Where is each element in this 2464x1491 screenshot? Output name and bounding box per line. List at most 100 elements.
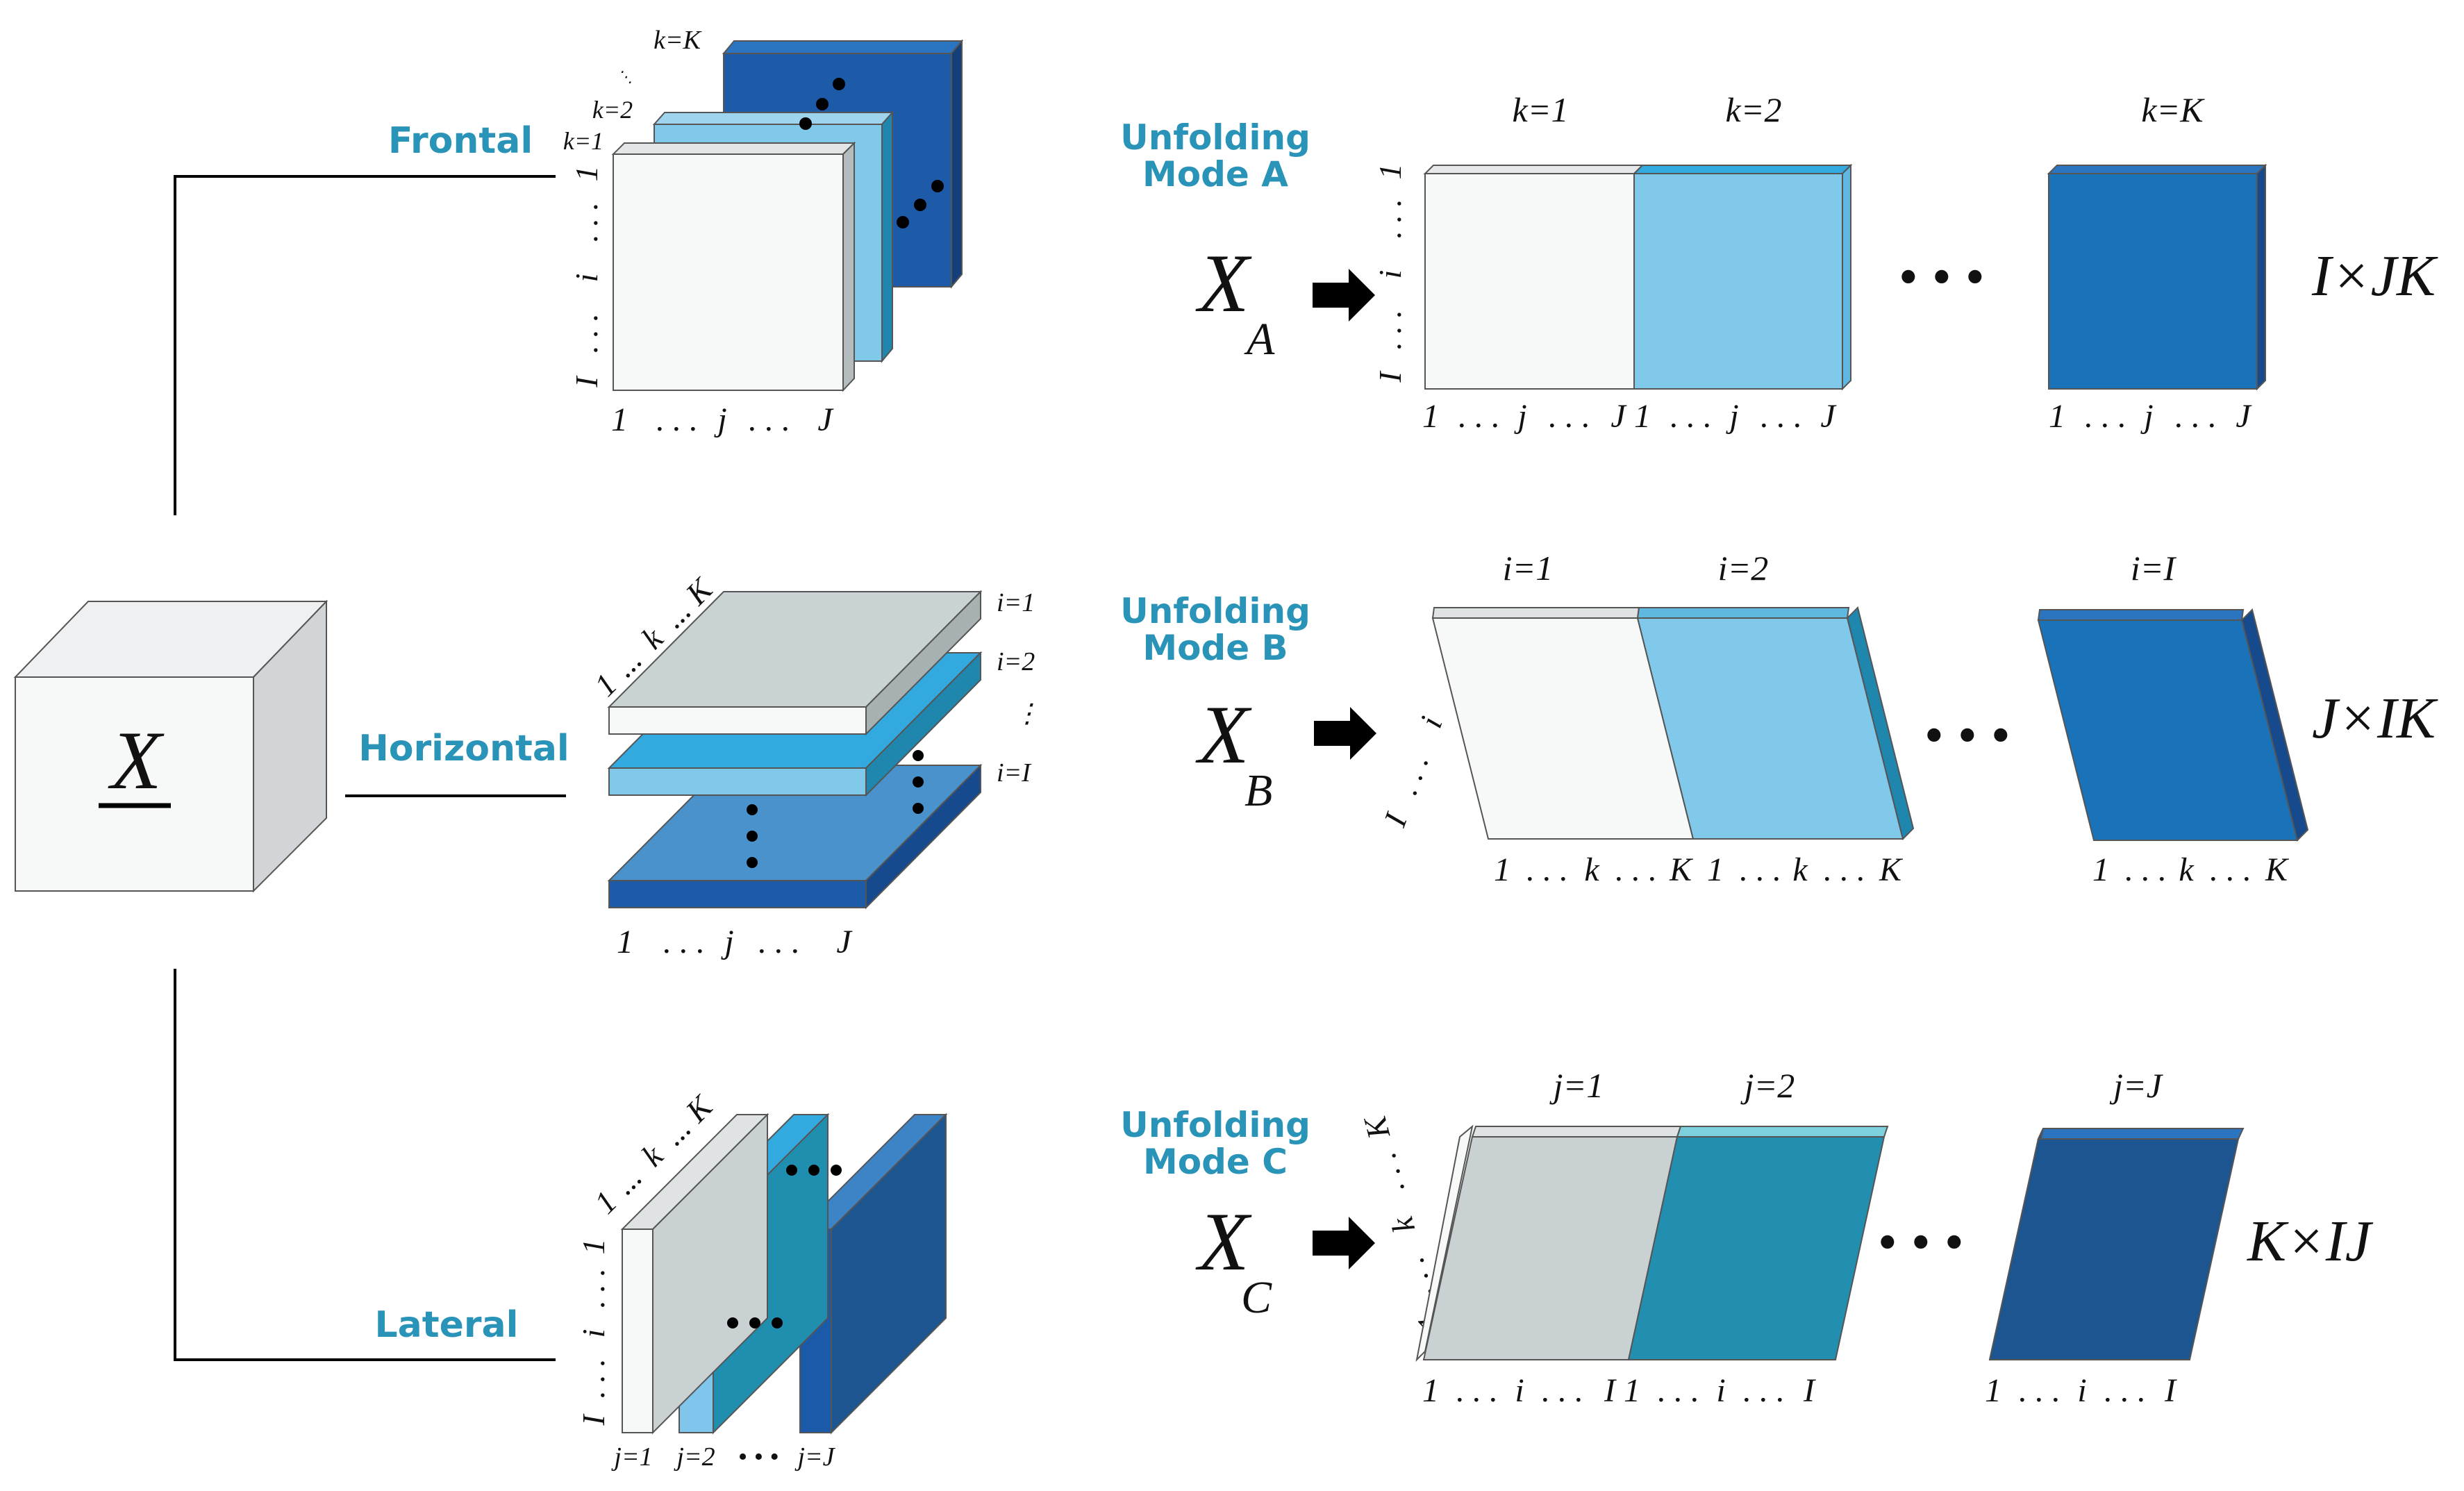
- label-i-dots: ⋮: [1014, 699, 1040, 728]
- side-axis-end: I: [1372, 370, 1408, 383]
- label-k1: k=1: [563, 127, 603, 155]
- axis-start: 1: [1494, 851, 1510, 888]
- label-kK: k=K: [654, 26, 702, 55]
- axis-start: 1: [1422, 1372, 1439, 1409]
- mode-c-symbol: X: [1195, 1195, 1252, 1288]
- axis-end: J: [1610, 398, 1627, 435]
- axis-start: 1: [1634, 398, 1651, 435]
- ellipsis-dot: [808, 1165, 819, 1176]
- mode-b-block1-label: i=1: [1503, 549, 1554, 588]
- mode-b-block2-label: i=2: [1718, 549, 1769, 588]
- mode-c-block-last-top: [2037, 1128, 2245, 1140]
- ellipsis-dot: [831, 1165, 842, 1176]
- col-axis-end: J: [836, 924, 853, 960]
- axis-end: I: [1604, 1372, 1617, 1409]
- axis-end: K: [1669, 851, 1694, 888]
- mode-b-block-last: [2037, 619, 2299, 841]
- mode-c-block1-top: [1471, 1126, 1682, 1138]
- mode-b-symbol: X: [1195, 688, 1252, 781]
- mode-c-bottom-axis-2: 1 . . . i . . . I: [1624, 1372, 1816, 1409]
- ellipsis-dot: [772, 1317, 783, 1328]
- mode-b-bottom-axis-2: 1 . . . k . . . K: [1707, 851, 1904, 888]
- row-axis-dots: . . .: [569, 313, 604, 353]
- col-axis-dots: . . .: [749, 401, 790, 438]
- slab-i2-front: [608, 767, 867, 796]
- mode-b-dims: J×IK: [2312, 686, 2438, 751]
- col-axis-dots: . . .: [758, 924, 800, 960]
- mode-a-block2: [1633, 173, 1843, 390]
- lat-j1-front: [622, 1228, 654, 1433]
- label-j-dots: • • •: [738, 1442, 779, 1472]
- slab-iI-side: [865, 763, 981, 910]
- mode-a-ellipsis: • • •: [1898, 247, 1984, 308]
- ellipsis-dot: [931, 180, 944, 192]
- mode-a-dims: I×JK: [2311, 244, 2438, 308]
- axis-dots: . . .: [1526, 851, 1568, 888]
- axis-dots: . . .: [1615, 851, 1657, 888]
- lateral-title: Lateral: [375, 1304, 519, 1346]
- slab-iI-front: [608, 880, 867, 908]
- ellipsis-dot: [749, 1317, 760, 1328]
- depth-axis-mid: k: [635, 1138, 671, 1174]
- mode-a-symbol: X: [1195, 237, 1252, 329]
- label-j2: j=2: [673, 1442, 715, 1472]
- mode-a-block2-label: k=2: [1726, 90, 1782, 129]
- mode-a-title-line1: Unfolding: [1120, 117, 1310, 158]
- axis-dots: . . .: [1743, 1372, 1785, 1409]
- mode-c-block2: [1627, 1136, 1886, 1360]
- axis-start: 1: [1707, 851, 1724, 888]
- axis-dots: . . .: [1542, 1372, 1583, 1409]
- lat-j1-side: [652, 1113, 768, 1435]
- col-axis-mid: j: [720, 924, 733, 960]
- axis-end: I: [2164, 1372, 2177, 1409]
- axis-end: K: [2265, 851, 2290, 888]
- axis-dots: . . .: [2175, 398, 2217, 435]
- lat-jJ-side: [831, 1113, 947, 1435]
- axis-mid: i: [2077, 1372, 2086, 1409]
- mode-b-bottom-axis-last: 1 . . . k . . . K: [2092, 851, 2290, 888]
- col-axis-dots: . . .: [656, 401, 698, 438]
- mode-c-block1-label: j=1: [1549, 1066, 1604, 1105]
- mode-c-block2-top: [1676, 1126, 1889, 1138]
- side-axis-mid: k: [1383, 1213, 1422, 1236]
- slice-k1-top: [611, 142, 856, 155]
- mode-b-title-line1: Unfolding: [1120, 591, 1310, 631]
- col-axis-start: 1: [611, 401, 628, 438]
- mode-a-block1-top: [1423, 165, 1645, 174]
- ellipsis-dot: [913, 776, 924, 788]
- axis-dots: . . .: [1658, 1372, 1699, 1409]
- row-axis-end: I: [569, 375, 604, 388]
- slice-kK-side: [951, 39, 963, 289]
- mode-a-bottom-axis-last: 1 . . . j . . . J: [2049, 398, 2252, 435]
- mode-a-block2-side: [1842, 163, 1851, 391]
- mode-c-bottom-axis-last: 1 . . . i . . . I: [1985, 1372, 2177, 1409]
- axis-dots: . . .: [1740, 851, 1781, 888]
- connector-frontal: [174, 175, 556, 515]
- mode-a-block1-label: k=1: [1513, 90, 1569, 129]
- side-axis-dots: . . .: [1372, 199, 1408, 239]
- mode-b-block2: [1636, 617, 1904, 840]
- col-axis-dots: . . .: [663, 924, 705, 960]
- row-axis-start: 1: [576, 1239, 611, 1255]
- slab-i1-front: [608, 706, 867, 735]
- connector-lateral: [174, 969, 556, 1361]
- ellipsis-dot: [799, 117, 812, 130]
- mode-a-block-last-label: k=K: [2141, 90, 2205, 129]
- tensor-cube: X: [13, 599, 328, 893]
- lateral-slices: Lateral 1 ... k ... K I . . . i: [375, 1088, 948, 1472]
- mode-c-block-last-label: j=J: [2109, 1066, 2164, 1105]
- mode-c-title-line1: Unfolding: [1120, 1105, 1310, 1145]
- label-k-dots: ⋱: [617, 68, 633, 85]
- row-axis-dots: . . .: [576, 1358, 611, 1399]
- ellipsis-dot: [913, 750, 924, 761]
- axis-mid: j: [1513, 398, 1526, 435]
- frontal-slices: Frontal k=K ⋱ k=2 k=1 I . . . i . . . 1: [388, 26, 964, 438]
- axis-start: 1: [1624, 1372, 1640, 1409]
- mode-a-subscript: A: [1244, 314, 1275, 365]
- label-jJ: j=J: [794, 1442, 835, 1472]
- ellipsis-dot: [747, 857, 758, 868]
- mode-c-subscript: C: [1241, 1272, 1272, 1323]
- ellipsis-dot: [786, 1165, 797, 1176]
- slice-k2-side: [881, 110, 893, 363]
